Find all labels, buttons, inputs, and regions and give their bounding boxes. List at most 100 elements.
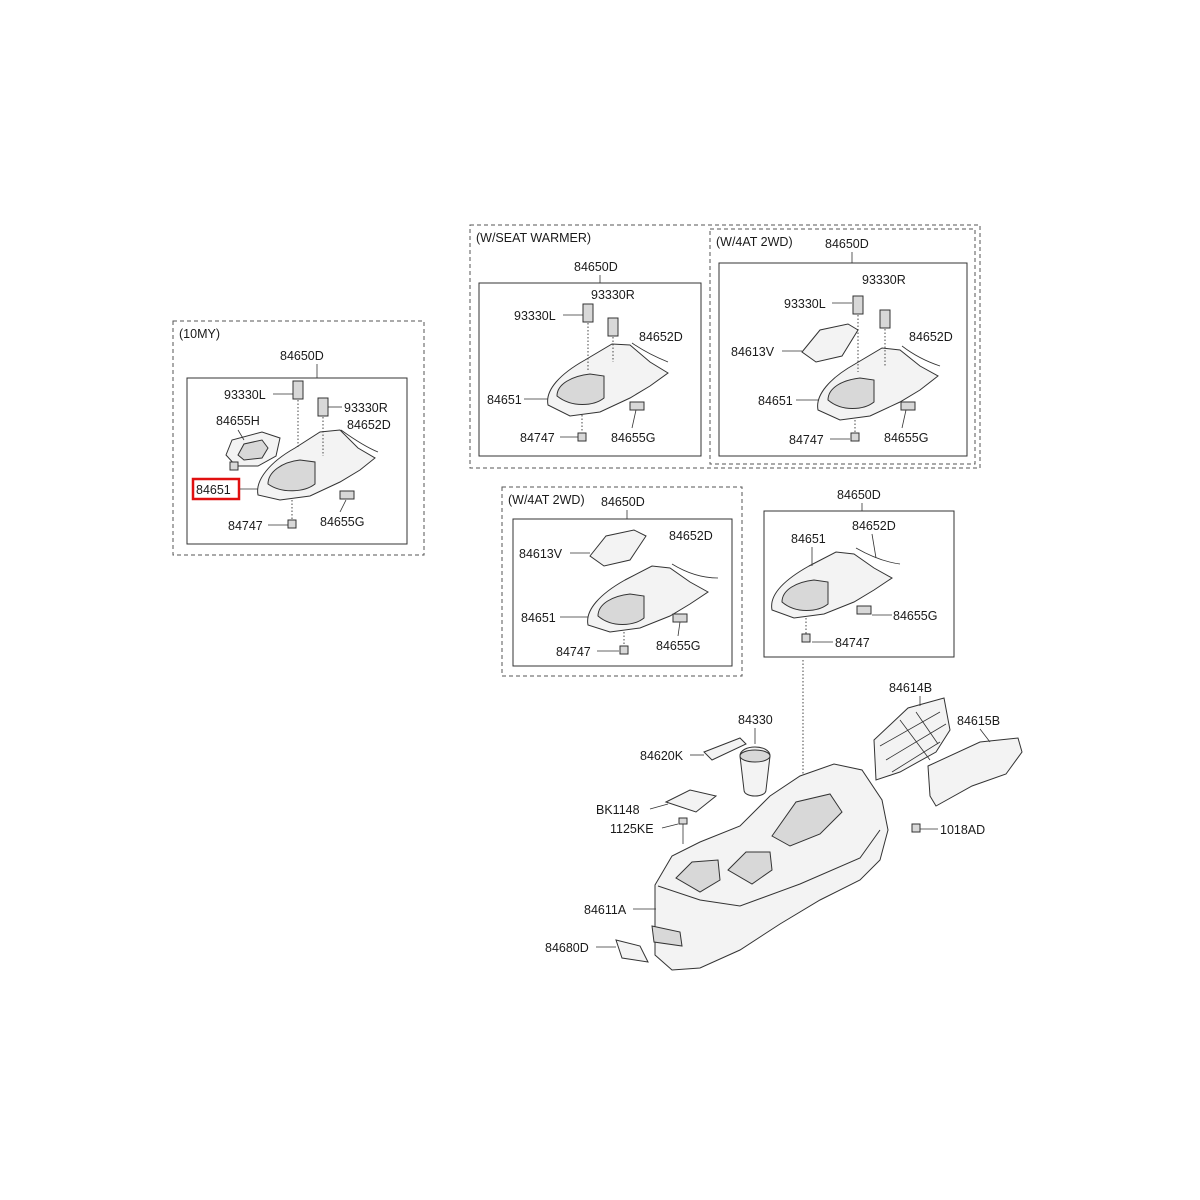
label-1018ad[interactable]: 1018AD: [940, 823, 985, 837]
label-84652d[interactable]: 84652D: [347, 418, 391, 432]
console-slot: [651, 925, 683, 947]
bracket-part-4b: [672, 613, 688, 623]
shift-opening-sw: [556, 373, 605, 405]
label-84651[interactable]: 84651: [196, 483, 231, 497]
label-84652d-4a[interactable]: 84652D: [909, 330, 953, 344]
group-w4at-a-frame: [709, 228, 976, 465]
console-cup-well: [727, 851, 773, 885]
group-w4at-a-inner-frame: [718, 262, 968, 457]
label-84655g[interactable]: 84655G: [320, 515, 364, 529]
label-84650d-4a[interactable]: 84650D: [825, 237, 869, 251]
label-84613v-4a[interactable]: 84613V: [731, 345, 775, 359]
group-w4at-b: (W/4AT 2WD) 84650D 84652D 84613V 84651 8…: [501, 486, 743, 677]
bracket-part-4a: [900, 401, 916, 411]
label-84655g-base[interactable]: 84655G: [893, 609, 937, 623]
end-cover-part: [615, 939, 649, 963]
shift-opening-4b: [597, 593, 645, 625]
label-93330l-sw[interactable]: 93330L: [514, 309, 556, 323]
switch-l-part: [292, 380, 304, 400]
label-84655g-sw[interactable]: 84655G: [611, 431, 655, 445]
label-84614b[interactable]: 84614B: [889, 681, 932, 695]
label-84652d-base[interactable]: 84652D: [852, 519, 896, 533]
label-84652d-4b[interactable]: 84652D: [669, 529, 713, 543]
label-84615b[interactable]: 84615B: [957, 714, 1000, 728]
group-10my-title: (10MY): [179, 327, 220, 341]
label-84652d-sw[interactable]: 84652D: [639, 330, 683, 344]
console-cover-part-sw: [547, 343, 669, 417]
side-panel-upper-part: [873, 697, 951, 781]
clip-part-4a: [850, 432, 860, 442]
label-84655h[interactable]: 84655H: [216, 414, 260, 428]
label-84651-sw[interactable]: 84651: [487, 393, 522, 407]
label-84680d[interactable]: 84680D: [545, 941, 589, 955]
label-93330r-sw[interactable]: 93330R: [591, 288, 635, 302]
label-84747-4a[interactable]: 84747: [789, 433, 824, 447]
bracket-part-sw: [629, 401, 645, 411]
label-84611a[interactable]: 84611A: [584, 903, 627, 917]
switch-l-part-4a: [852, 295, 864, 315]
group-10my-frame: [172, 320, 425, 556]
shift-opening-base: [781, 579, 829, 611]
switch-r-part: [317, 397, 329, 417]
highlight-box-84651: [191, 477, 241, 501]
console-cover-part-base: [771, 551, 893, 619]
shift-opening-4a: [827, 377, 875, 409]
label-93330l[interactable]: 93330L: [224, 388, 266, 402]
label-84651-4b[interactable]: 84651: [521, 611, 556, 625]
group-seat-warmer: (W/SEAT WARMER) 84650D 93330R 93330L 846…: [469, 224, 981, 469]
label-93330l-4a[interactable]: 93330L: [784, 297, 826, 311]
bracket-part: [339, 490, 355, 500]
group-10my: (10MY) 84650D 93330L 93330R 84655H 84652…: [172, 320, 425, 556]
label-84651-base[interactable]: 84651: [791, 532, 826, 546]
console-shift-well: [771, 793, 843, 847]
label-84655g-4b[interactable]: 84655G: [656, 639, 700, 653]
label-84651-4a[interactable]: 84651: [758, 394, 793, 408]
group-w4at-b-title: (W/4AT 2WD): [508, 493, 585, 507]
group-seat-warmer-frame: [469, 224, 981, 469]
label-84650d-sw[interactable]: 84650D: [574, 260, 618, 274]
label-84620k[interactable]: 84620K: [640, 749, 684, 763]
label-84330[interactable]: 84330: [738, 713, 773, 727]
console-cover-part-4b: [587, 565, 709, 633]
side-panel-lower-part: [927, 737, 1023, 807]
label-84650d-base[interactable]: 84650D: [837, 488, 881, 502]
plate-part: [703, 737, 747, 761]
clip-part-4b: [619, 645, 629, 655]
cup-holder-rim: [739, 749, 771, 763]
switch-r-part-4a: [879, 309, 891, 329]
group-w4at-b-inner-frame: [512, 518, 733, 667]
label-84655g-4a[interactable]: 84655G: [884, 431, 928, 445]
group-10my-inner-frame: [186, 377, 408, 545]
label-84613v-4b[interactable]: 84613V: [519, 547, 563, 561]
label-84650d[interactable]: 84650D: [280, 349, 324, 363]
label-93330r[interactable]: 93330R: [344, 401, 388, 415]
ring-part-4b: [589, 529, 647, 567]
group-w4at-a: (W/4AT 2WD) 84650D 93330R 93330L 84652D …: [709, 228, 976, 465]
clip-part-sw: [577, 432, 587, 442]
ring-part-4a: [801, 323, 859, 363]
screw-part: [678, 817, 688, 825]
label-84650d-4b[interactable]: 84650D: [601, 495, 645, 509]
label-1125ke[interactable]: 1125KE: [610, 822, 654, 836]
clip-part: [287, 519, 297, 529]
label-93330r-4a[interactable]: 93330R: [862, 273, 906, 287]
console-assembly: 84614B 84615B 84330 84620K BK1148 1125KE…: [545, 681, 1023, 971]
label-bk1148[interactable]: BK1148: [596, 803, 640, 817]
clip-part-base: [801, 633, 811, 643]
group-w4at-a-title: (W/4AT 2WD): [716, 235, 793, 249]
bezel-clip: [229, 461, 239, 471]
console-front-pocket: [675, 859, 721, 893]
bezel-opening: [237, 439, 269, 461]
label-84747[interactable]: 84747: [228, 519, 263, 533]
group-base-top: 84650D 84651 84652D 84655G 84747: [763, 488, 955, 800]
group-base-top-inner-frame: [763, 510, 955, 658]
group-seat-warmer-inner-frame: [478, 282, 702, 457]
mat-part: [664, 789, 718, 813]
label-84747-sw[interactable]: 84747: [520, 431, 555, 445]
bracket-part-base: [856, 605, 872, 615]
group-w4at-b-frame: [501, 486, 743, 677]
fastener-part: [911, 823, 921, 833]
label-84747-4b[interactable]: 84747: [556, 645, 591, 659]
label-84747-base[interactable]: 84747: [835, 636, 870, 650]
